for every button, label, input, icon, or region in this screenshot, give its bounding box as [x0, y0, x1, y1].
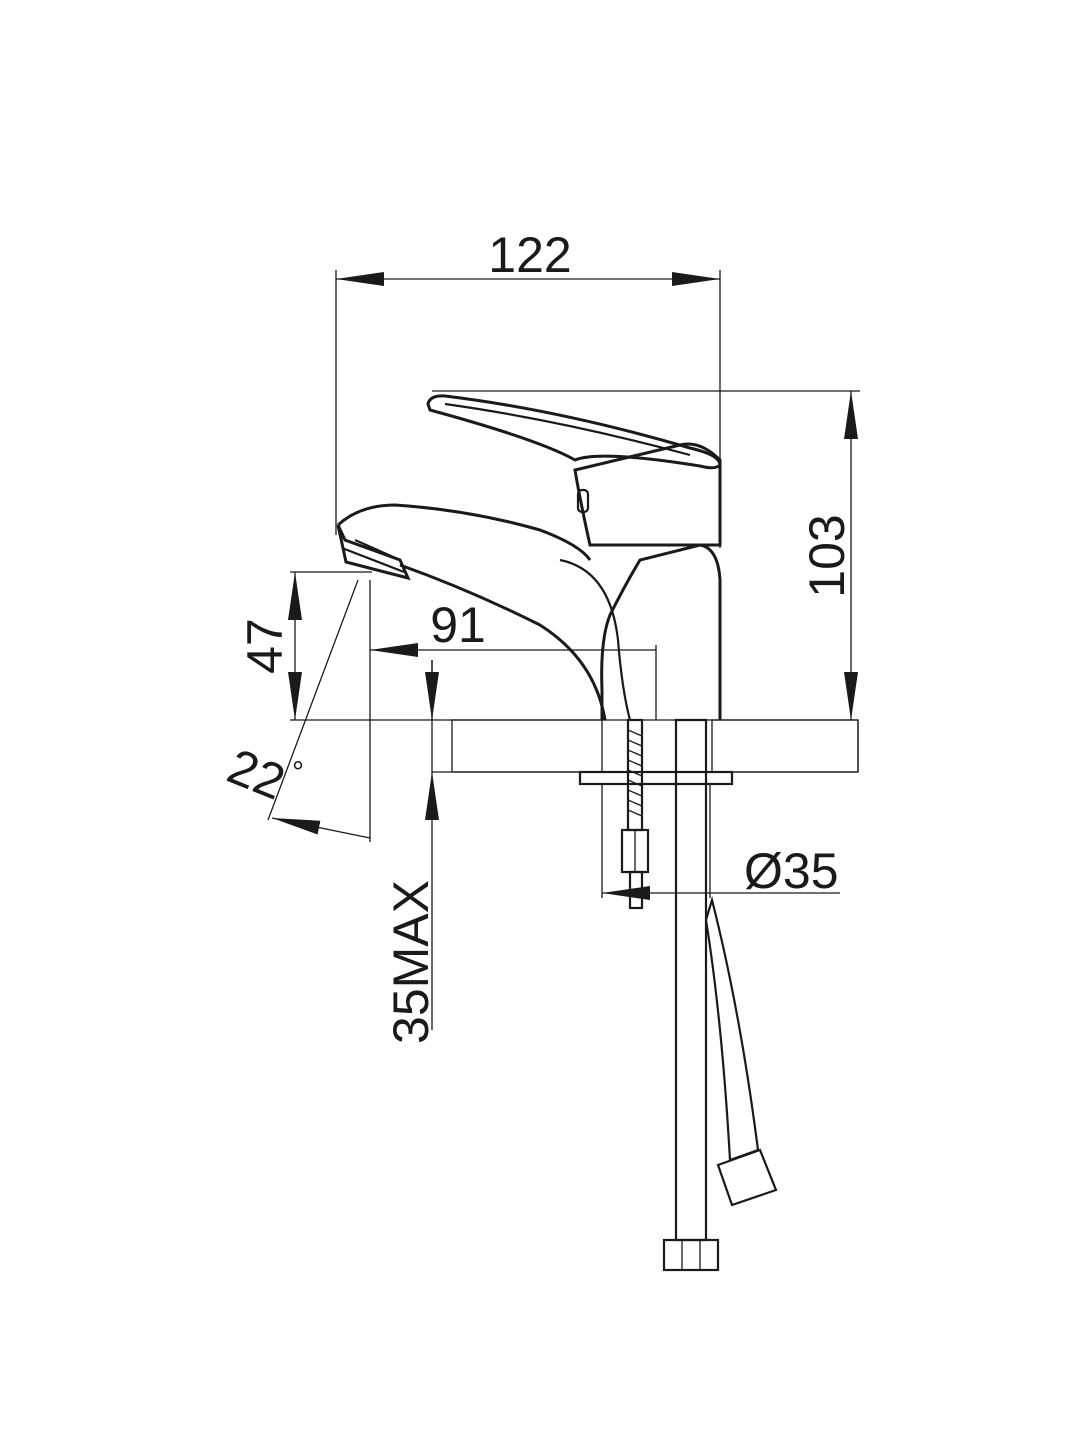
- spout-angle-unit: °: [292, 756, 304, 789]
- dim-overall-width: 122: [335, 227, 721, 548]
- faucet-body: [336, 394, 722, 721]
- threaded-stud: [620, 718, 650, 910]
- overall-width-label: 122: [488, 227, 571, 283]
- hole-diameter-label: Ø35: [744, 843, 839, 899]
- overall-height-label: 103: [799, 514, 855, 597]
- counter-thickness-label: 35MAX: [383, 880, 439, 1044]
- braided-hose-right: [704, 895, 778, 1207]
- spout-height-label: 47: [237, 618, 293, 674]
- dim-hole-diameter: Ø35: [601, 784, 840, 900]
- countertop-section: [290, 719, 859, 773]
- mounting-plate: [578, 770, 734, 786]
- dim-overall-height: 103: [432, 390, 860, 720]
- dim-spout-height: 47: [237, 571, 372, 720]
- braided-hose-left: [662, 718, 720, 1272]
- spout-angle-value: 22: [220, 738, 293, 811]
- dim-counter-thickness: 35MAX: [383, 660, 439, 1044]
- spout-reach-label: 91: [430, 597, 486, 653]
- dim-spout-reach: 91: [370, 597, 657, 720]
